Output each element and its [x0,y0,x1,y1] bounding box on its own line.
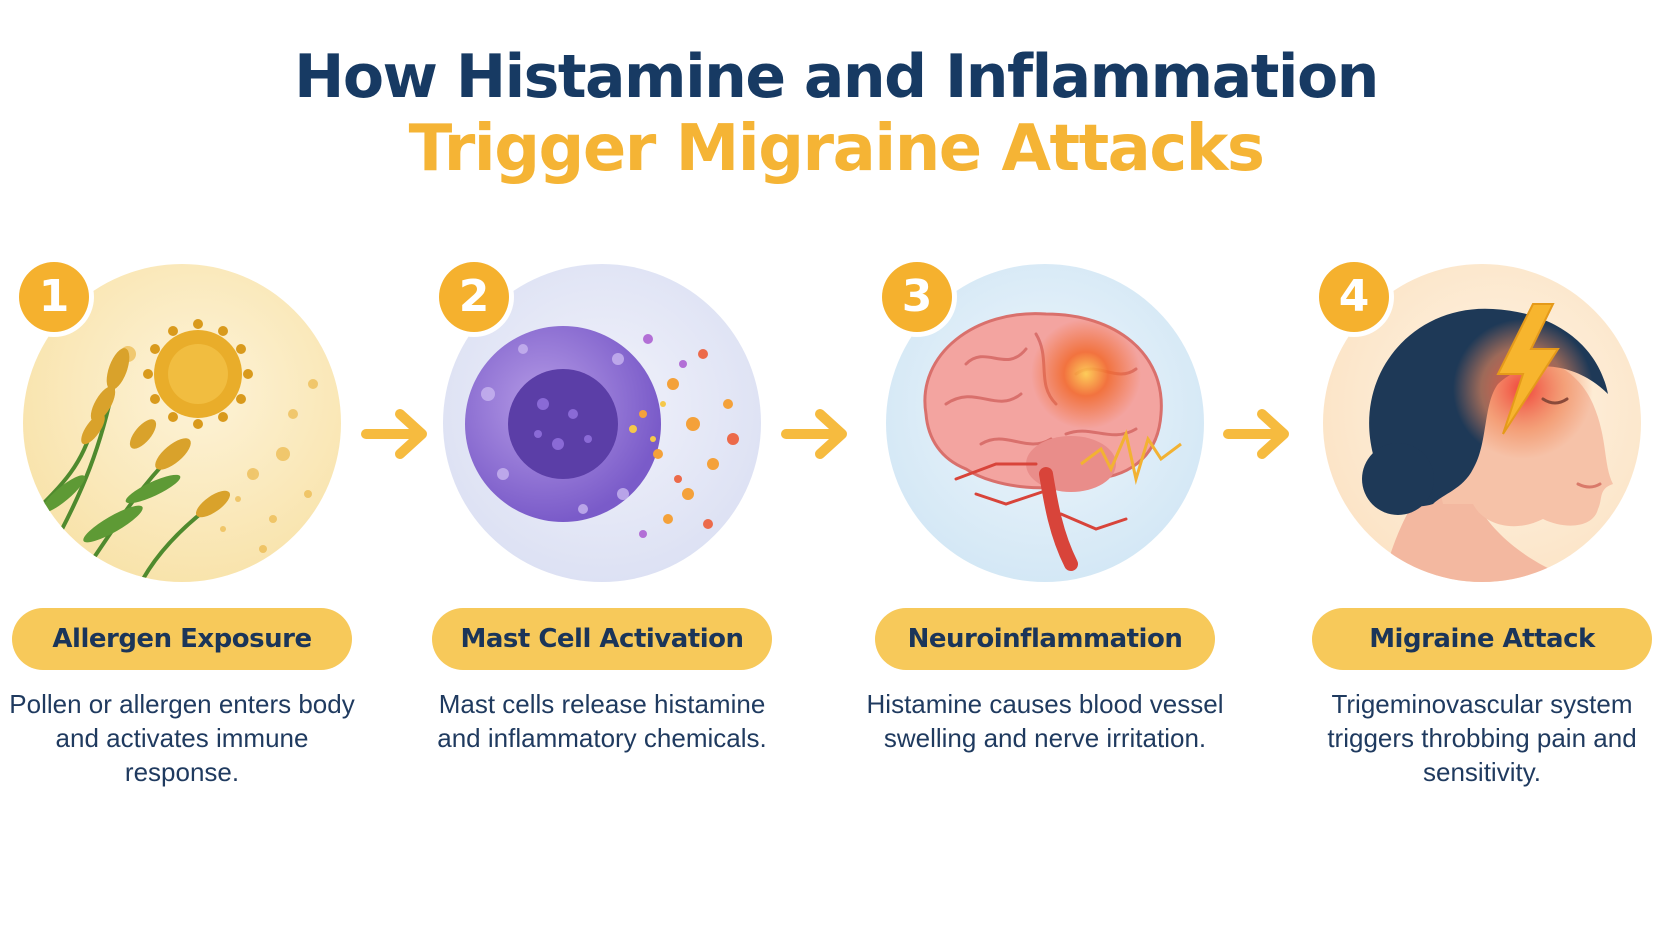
arrow-right-icon [781,409,847,459]
step-label: Mast Cell Activation [432,608,772,670]
step-description: Trigeminovascular system triggers throbb… [1327,689,1637,787]
step-description: Pollen or allergen enters body and activ… [9,689,355,787]
arrow-right-icon [361,409,427,459]
step-number-badge: 1 [19,262,89,332]
step-description: Mast cells release histamine and inflamm… [437,689,767,753]
step-label: Allergen Exposure [12,608,352,670]
step-number-badge: 4 [1319,262,1389,332]
step-3: 3 Neuroinflammation Histamine causes blo… [867,262,1223,822]
step-number-badge: 2 [439,262,509,332]
step-label: Neuroinflammation [875,608,1215,670]
step-1: 1 Allergen Exposure Pollen or allergen e… [9,262,355,822]
step-number-badge: 3 [882,262,952,332]
step-label: Migraine Attack [1312,608,1652,670]
title-line-2: Trigger Migraine Attacks [408,112,1265,186]
title-line-1: How Histamine and Inflammation [294,42,1379,112]
step-2: 2 Mast Cell Activation Mast cells releas… [432,262,772,822]
step-description: Histamine causes blood vessel swelling a… [866,689,1224,753]
arrow-right-icon [1223,409,1289,459]
head-lightning-icon [1323,264,1641,582]
step-4: 4 Migraine Attack Trigeminovascular syst… [1312,262,1652,822]
